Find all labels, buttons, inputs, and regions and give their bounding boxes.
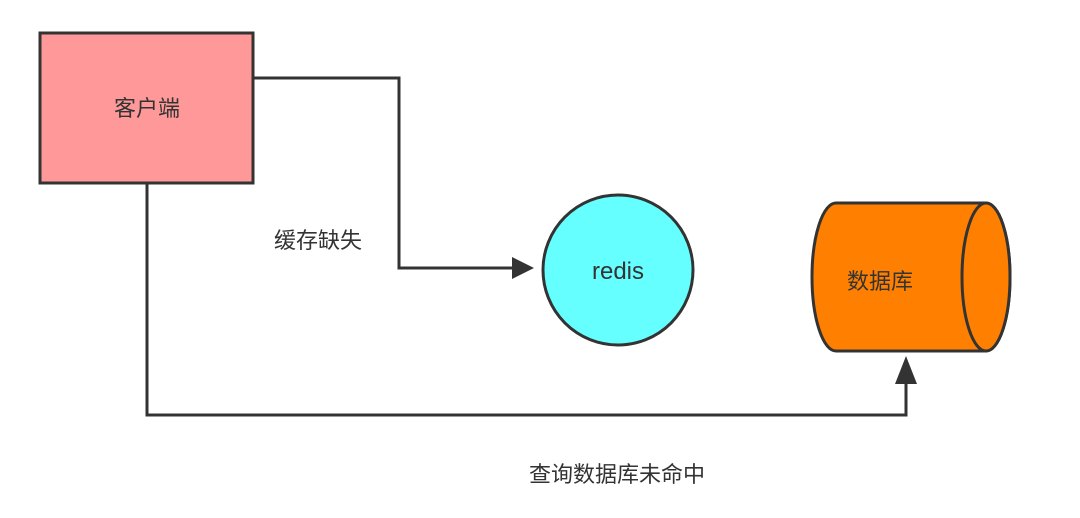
edge-client-to-database (145, 183, 908, 417)
database-cap (960, 201, 1012, 353)
client-label: 客户端 (114, 97, 180, 122)
edge-client-to-redis-arrowhead (512, 257, 534, 279)
redis-node (541, 193, 695, 347)
redis-label: redis (592, 258, 644, 285)
cache-miss-label: 缓存缺失 (274, 229, 362, 254)
db-miss-label: 查询数据库未命中 (529, 463, 705, 488)
database-label: 数据库 (847, 270, 913, 295)
client-node (38, 31, 255, 185)
edge-client-to-database-arrowhead (895, 356, 917, 384)
edge-client-to-redis (253, 76, 512, 270)
database-node (810, 201, 1012, 353)
